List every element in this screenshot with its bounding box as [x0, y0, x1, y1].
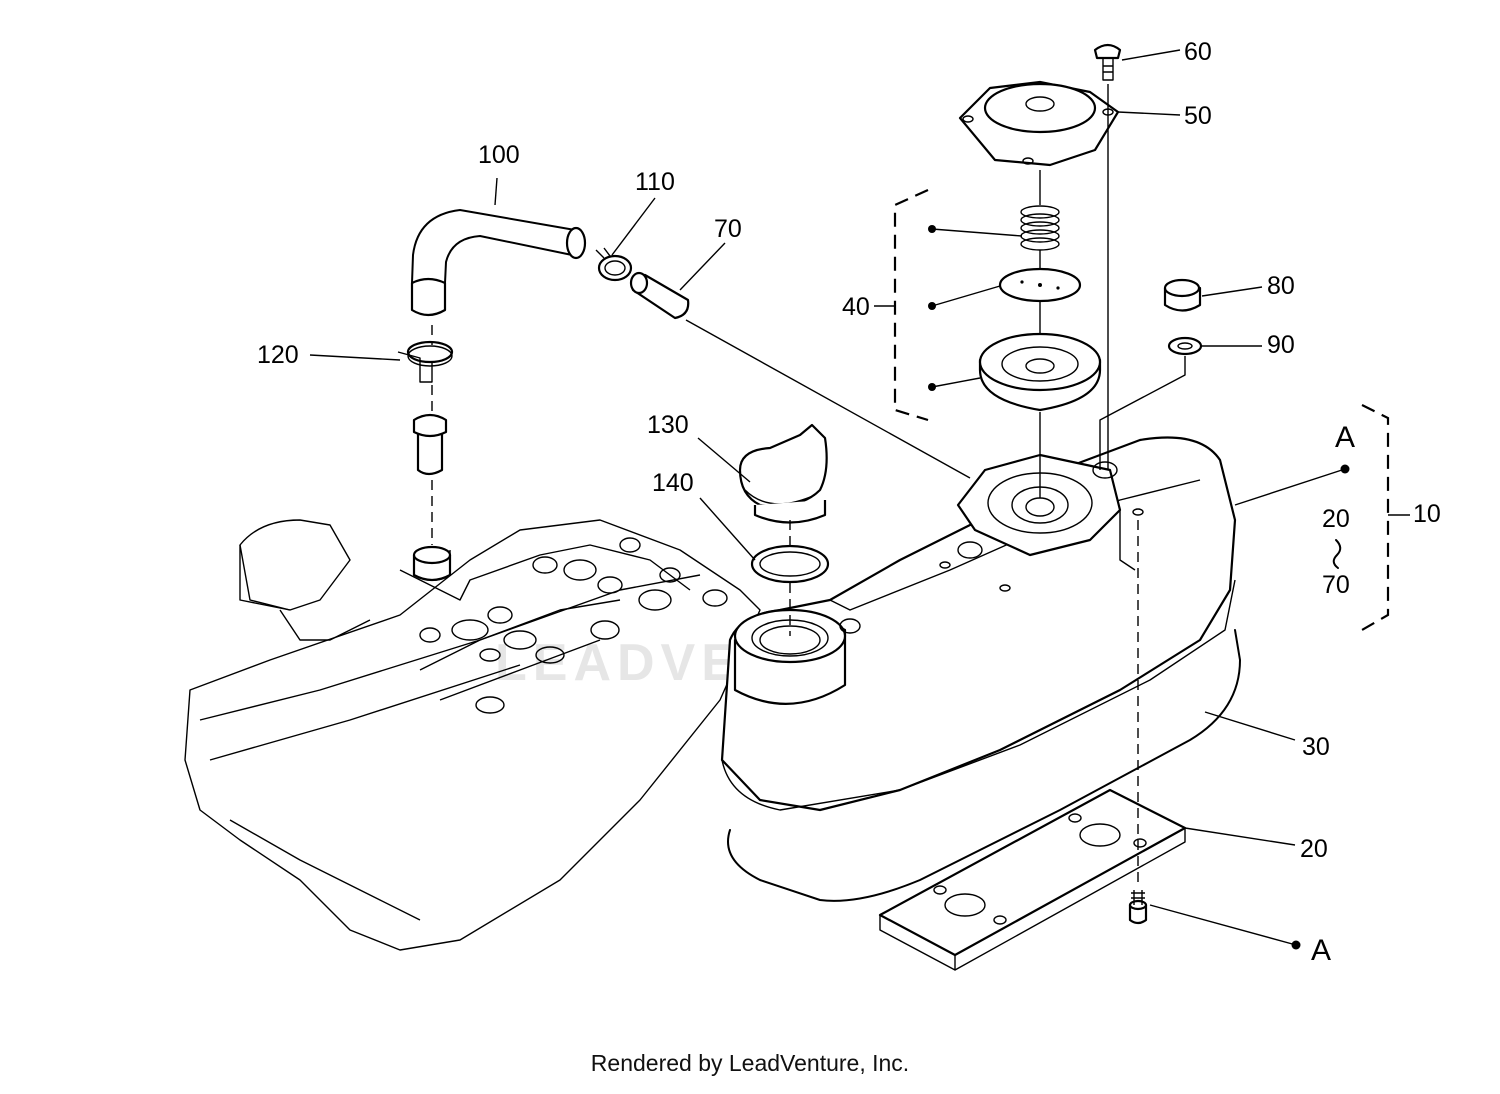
bolt-bottom [1128, 890, 1148, 925]
gasket [727, 629, 1241, 902]
callout-100: 100 [478, 141, 520, 169]
callout-130: 130 [647, 411, 689, 439]
washer [1167, 336, 1203, 356]
cylinder-head [184, 519, 761, 951]
screw [1093, 43, 1122, 81]
assembly-lines [431, 84, 1186, 885]
callout-80: 80 [1267, 272, 1295, 300]
bracket-40 [893, 188, 929, 422]
head-port [412, 545, 452, 582]
plug-cap [1163, 278, 1202, 312]
diaphragm [978, 332, 1102, 412]
leader-dots [928, 225, 1350, 950]
spring [1020, 205, 1060, 251]
callout-140: 140 [652, 469, 694, 497]
callout-70-pipe: 70 [714, 215, 742, 243]
callouts: 60 50 100 110 70 40 80 90 120 130 140 A … [257, 38, 1441, 967]
bracket-10 [1361, 404, 1390, 631]
range-tilde [1332, 539, 1342, 569]
callout-20: 20 [1300, 835, 1328, 863]
valve-cover [720, 436, 1237, 812]
pipe [629, 271, 690, 320]
hose-clamp-lower [397, 340, 454, 383]
o-ring [750, 544, 830, 584]
callout-10: 10 [1413, 500, 1441, 528]
hose-clamp-upper [595, 247, 633, 282]
callout-90: 90 [1267, 331, 1295, 359]
callout-30: 30 [1302, 733, 1330, 761]
callout-40: 40 [842, 293, 870, 321]
callout-120: 120 [257, 341, 299, 369]
footer-credit: Rendered by LeadVenture, Inc. [590, 1050, 910, 1076]
callout-20-range: 20 [1322, 505, 1350, 533]
callout-60: 60 [1184, 38, 1212, 66]
breather-plate [998, 267, 1082, 303]
leader-lines [309, 49, 1410, 946]
callout-110: 110 [635, 168, 675, 196]
oil-filler-cap [738, 423, 828, 524]
callout-A-top: A [1335, 421, 1355, 454]
callout-A-bottom: A [1311, 934, 1331, 967]
callout-70-range: 70 [1322, 571, 1350, 599]
hose-fitting [412, 413, 448, 476]
breather-cover [958, 80, 1120, 167]
callout-50: 50 [1184, 102, 1212, 130]
plate [878, 788, 1187, 971]
breather-hose [410, 209, 587, 317]
